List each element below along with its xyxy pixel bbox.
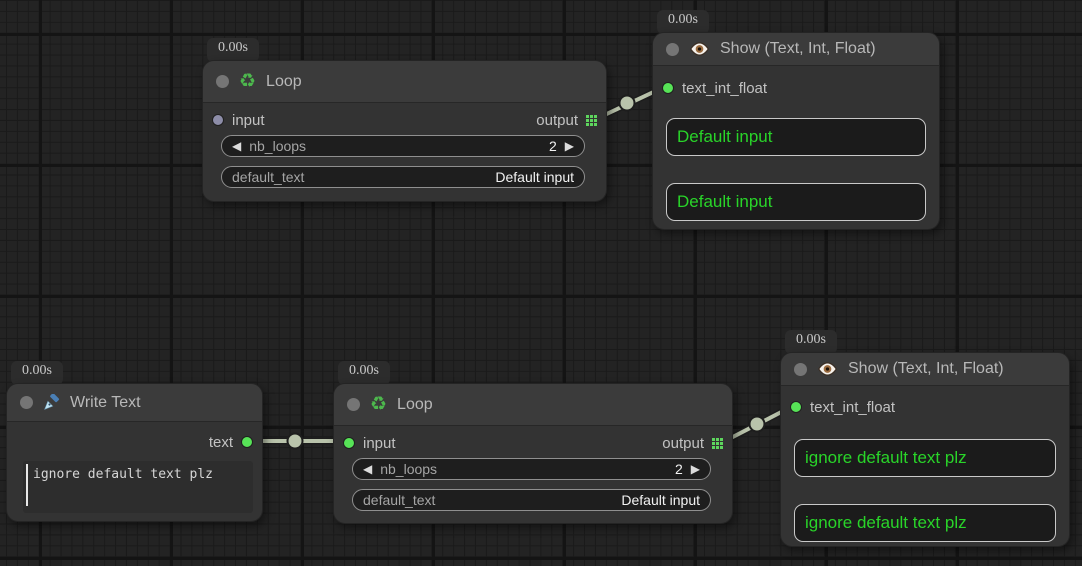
wire-write-text-to-loop-bottom — [251, 432, 338, 450]
output-grid-icon[interactable] — [586, 114, 597, 126]
decrement-arrow-icon[interactable]: ◀ — [363, 462, 373, 476]
wire-midpoint-dot[interactable] — [286, 432, 304, 450]
widget-value: 2 — [548, 138, 557, 154]
node-header[interactable]: Show (Text, Int, Float) — [781, 353, 1069, 386]
node-header[interactable]: Write Text — [7, 384, 262, 422]
increment-arrow-icon[interactable]: ▶ — [564, 139, 574, 153]
input-slot-label: input — [363, 434, 396, 452]
collapse-dot[interactable] — [666, 42, 679, 56]
collapse-dot[interactable] — [794, 362, 807, 376]
display-value-box: ignore default text plz — [794, 439, 1056, 477]
node-title: Write Text — [70, 393, 141, 411]
nb-loops-widget[interactable]: ◀ nb_loops 2 ▶ — [221, 135, 585, 157]
node-show-bottom[interactable]: 0.00s Show (Text, Int, Float) text_int_f… — [780, 330, 1070, 547]
increment-arrow-icon[interactable]: ▶ — [690, 462, 700, 476]
widget-label: default_text — [232, 169, 305, 185]
timer-badge: 0.00s — [338, 361, 390, 385]
node-header[interactable]: ♻ Loop — [203, 61, 606, 103]
decrement-arrow-icon[interactable]: ◀ — [232, 139, 242, 153]
collapse-dot[interactable] — [20, 396, 33, 409]
widget-label: default_text — [363, 492, 436, 508]
wire-loop-top-to-show-top — [594, 84, 664, 123]
timer-badge: 0.00s — [11, 361, 63, 385]
node-title: Loop — [397, 395, 433, 413]
node-write-text[interactable]: 0.00s Write Text text ignore default tex… — [6, 361, 263, 522]
nb-loops-widget[interactable]: ◀ nb_loops 2 ▶ — [352, 458, 711, 480]
node-header[interactable]: Show (Text, Int, Float) — [653, 33, 939, 66]
node-loop-top[interactable]: 0.00s ♻ Loop input output ◀ nb_loops 2 ▶ — [202, 38, 607, 202]
widget-value: 2 — [674, 461, 683, 477]
display-value: Default input — [677, 127, 773, 146]
output-slot-label: text — [208, 433, 233, 451]
node-title: Show (Text, Int, Float) — [720, 40, 876, 57]
wire-midpoint-dot[interactable] — [618, 94, 636, 112]
input-slot-label: input — [232, 111, 265, 129]
widget-value: Default input — [621, 492, 700, 508]
collapse-dot[interactable] — [216, 75, 229, 88]
output-slot-label: output — [662, 434, 704, 452]
node-loop-bottom[interactable]: 0.00s ♻ Loop input output ◀ nb_loops 2 ▶ — [333, 361, 733, 524]
display-value-box: Default input — [666, 183, 926, 221]
text-cursor — [26, 464, 28, 506]
eye-icon — [818, 362, 837, 376]
node-title: Show (Text, Int, Float) — [848, 360, 1004, 377]
recycle-icon: ♻ — [370, 393, 388, 415]
wire-midpoint-dot[interactable] — [748, 415, 766, 433]
default-text-widget[interactable]: default_text Default input — [221, 166, 585, 188]
timer-badge: 0.00s — [785, 330, 837, 354]
node-title: Loop — [266, 72, 302, 90]
recycle-icon: ♻ — [239, 70, 257, 92]
display-value-box: ignore default text plz — [794, 504, 1056, 542]
default-text-widget[interactable]: default_text Default input — [352, 489, 711, 511]
input-socket[interactable] — [790, 401, 802, 413]
output-socket[interactable] — [241, 436, 253, 448]
timer-badge: 0.00s — [657, 10, 709, 34]
input-socket[interactable] — [662, 82, 674, 94]
collapse-dot[interactable] — [347, 398, 360, 411]
display-value: ignore default text plz — [805, 448, 967, 467]
textarea-value: ignore default text plz — [33, 467, 214, 482]
node-show-top[interactable]: 0.00s Show (Text, Int, Float) text_int_f… — [652, 10, 940, 230]
timer-badge: 0.00s — [207, 38, 259, 62]
input-socket[interactable] — [343, 437, 355, 449]
pen-icon — [44, 394, 60, 410]
widget-value: Default input — [495, 169, 574, 185]
display-value: ignore default text plz — [805, 513, 967, 532]
input-slot-label: text_int_float — [810, 398, 896, 416]
widget-label: nb_loops — [380, 461, 438, 477]
eye-icon — [690, 42, 709, 56]
widget-label: nb_loops — [249, 138, 307, 154]
output-slot-label: output — [536, 111, 578, 129]
text-input-area[interactable]: ignore default text plz — [23, 461, 253, 513]
input-socket[interactable] — [212, 114, 224, 126]
display-value-box: Default input — [666, 118, 926, 156]
output-grid-icon[interactable] — [712, 437, 723, 449]
node-header[interactable]: ♻ Loop — [334, 384, 732, 426]
display-value: Default input — [677, 192, 773, 211]
input-slot-label: text_int_float — [682, 79, 768, 97]
